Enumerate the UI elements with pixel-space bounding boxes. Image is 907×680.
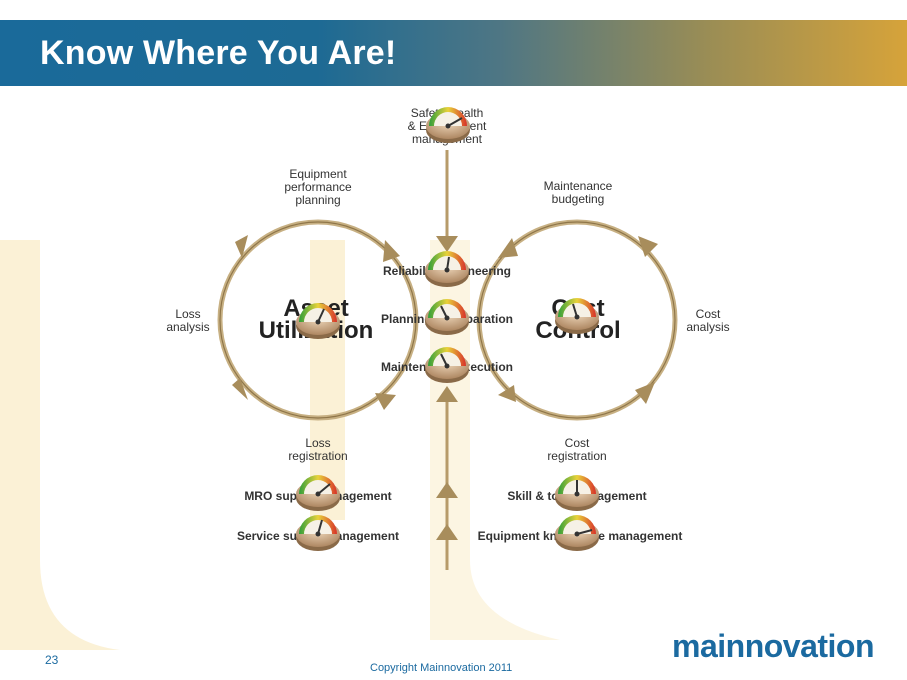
arrow-head (635, 382, 655, 404)
left-cycle (217, 219, 419, 421)
label-performance: performance (284, 180, 352, 194)
label-loss: Loss (175, 307, 200, 321)
arrow-head (235, 235, 248, 258)
arrow-head (383, 240, 400, 262)
label-cost-reg: Cost (565, 436, 590, 450)
arrow-head (498, 385, 516, 402)
mainnovation-logo: mainnovation (672, 628, 875, 664)
bottom-flow-arrow (436, 386, 458, 570)
title-bar (0, 20, 907, 86)
arrow-head (232, 378, 248, 400)
arrow-head (375, 393, 396, 410)
label-cost: Cost (696, 307, 721, 321)
label-budgeting: budgeting (552, 192, 605, 206)
label-loss-reg: Loss (305, 436, 330, 450)
label-cost-registration: registration (547, 449, 606, 463)
label-maintenance: Maintenance (544, 179, 613, 193)
arrow-head (638, 236, 658, 257)
label-planning: planning (295, 193, 340, 207)
label-analysis: analysis (166, 320, 209, 334)
top-flow-arrow (436, 150, 458, 252)
label-cost-analysis: analysis (686, 320, 729, 334)
arrow-head (498, 238, 518, 258)
label-registration: registration (288, 449, 347, 463)
slide-number: 23 (45, 653, 59, 667)
label-equipment: Equipment (289, 167, 347, 181)
copyright-text: Copyright Mainnovation 2011 (370, 662, 513, 674)
slide-title: Know Where You Are! (40, 34, 397, 72)
right-cycle (476, 219, 678, 421)
